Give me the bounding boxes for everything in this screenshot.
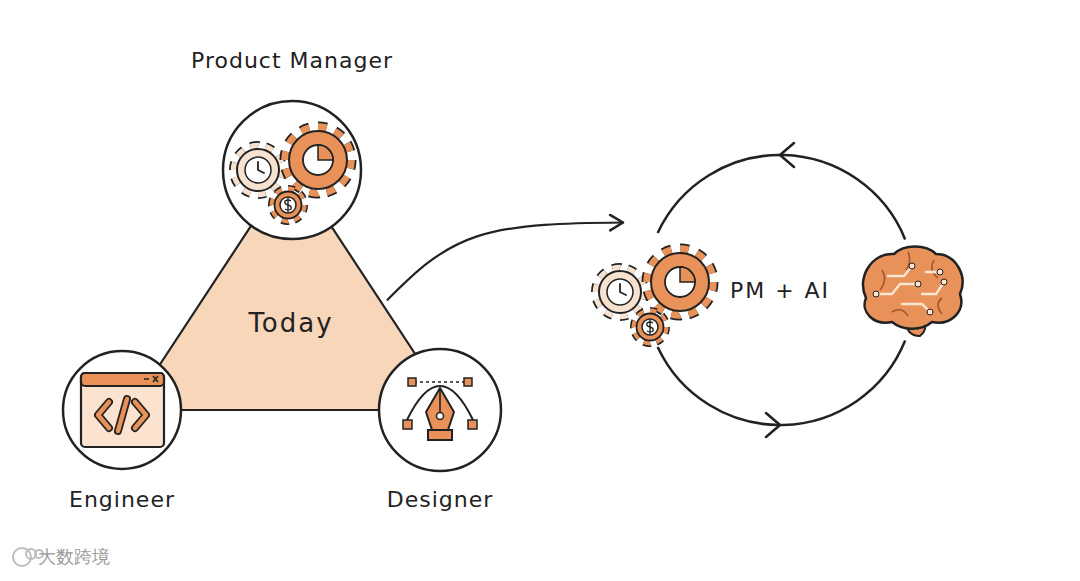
- role-circle: Product Manager: [222, 100, 362, 240]
- role-icon: [81, 373, 164, 447]
- circle-shape: [379, 349, 501, 471]
- role-icon: [234, 127, 351, 221]
- role-label: Product Manager: [191, 48, 393, 73]
- brain-icon: [863, 247, 963, 337]
- circle-shape: [63, 351, 181, 469]
- node-text: PM + AI: [730, 278, 830, 303]
- role-icon: [403, 378, 477, 440]
- node-text: Today: [248, 308, 333, 338]
- role-label: Designer: [387, 487, 494, 512]
- role-circle: Designer: [378, 348, 502, 472]
- watermark: 大数跨境: [38, 545, 110, 569]
- circle-outline: [378, 348, 502, 472]
- circle-outline: [222, 100, 362, 240]
- role-circle: Engineer: [62, 350, 182, 470]
- role-label: Engineer: [69, 487, 175, 512]
- gears-icon: [596, 249, 713, 343]
- cycle-loop: PM + AI: [645, 155, 915, 425]
- circle-outline: [62, 350, 182, 470]
- circle-shape: [223, 101, 361, 239]
- flow-arrow: [388, 223, 623, 300]
